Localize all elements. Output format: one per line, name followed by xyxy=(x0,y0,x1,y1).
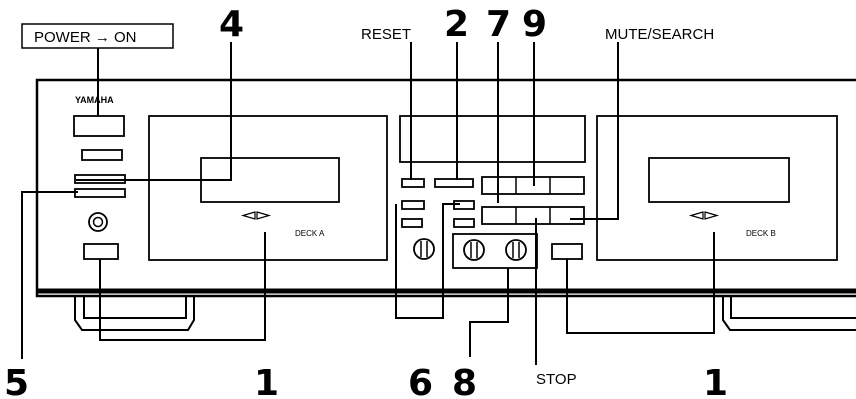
stop-label: STOP xyxy=(536,371,577,388)
leader-1-left xyxy=(99,232,266,341)
power-button[interactable] xyxy=(73,115,125,137)
transport-row-lower[interactable] xyxy=(481,206,585,225)
deck-a-left-arrow xyxy=(240,211,256,220)
callout-6: 6 xyxy=(408,363,433,399)
leader-mute-search xyxy=(570,42,619,220)
record-select-button-1[interactable] xyxy=(401,200,425,210)
reset-label: RESET xyxy=(361,26,411,43)
brand-logo: YAMAHA xyxy=(75,95,114,105)
callout-7: 7 xyxy=(486,4,511,45)
small-button-left[interactable] xyxy=(401,218,423,228)
callout-5: 5 xyxy=(4,363,29,399)
button-2[interactable] xyxy=(434,178,474,188)
level-knob-right[interactable] xyxy=(505,239,527,261)
callout-9: 9 xyxy=(522,4,547,45)
leader-6 xyxy=(395,203,460,319)
left-foot-inner xyxy=(83,296,187,319)
center-display xyxy=(399,115,586,163)
small-button-right[interactable] xyxy=(453,218,475,228)
balance-knob[interactable] xyxy=(413,238,435,260)
deck-b-window xyxy=(648,157,790,203)
reset-button[interactable] xyxy=(401,178,425,188)
leader-4 xyxy=(76,42,232,181)
eject-button-a[interactable] xyxy=(83,243,119,260)
deck-a-right-arrow xyxy=(256,211,272,220)
deck-b-label: DECK B xyxy=(746,229,776,238)
callout-1-right: 1 xyxy=(703,363,728,399)
callout-8: 8 xyxy=(452,363,477,399)
callout-2: 2 xyxy=(444,4,469,45)
right-foot xyxy=(722,296,856,331)
level-knob-left[interactable] xyxy=(463,239,485,261)
right-foot-inner xyxy=(730,296,856,319)
callout-1-left: 1 xyxy=(254,363,279,399)
leader-1-right xyxy=(566,232,715,334)
mute-search-label: MUTE/SEARCH xyxy=(605,26,714,43)
leader-5 xyxy=(21,191,78,359)
left-button-4[interactable] xyxy=(74,188,126,198)
headphone-jack-inner xyxy=(92,216,104,228)
left-foot xyxy=(74,296,195,331)
power-label: POWER → ON xyxy=(34,29,137,46)
deck-b-left-arrow xyxy=(688,211,704,220)
deck-b-right-arrow xyxy=(704,211,720,220)
deck-a-label: DECK A xyxy=(295,229,325,238)
leader-8 xyxy=(469,268,509,357)
eject-button-b[interactable] xyxy=(551,243,583,260)
left-button-2[interactable] xyxy=(81,149,123,161)
callout-4: 4 xyxy=(219,4,244,45)
